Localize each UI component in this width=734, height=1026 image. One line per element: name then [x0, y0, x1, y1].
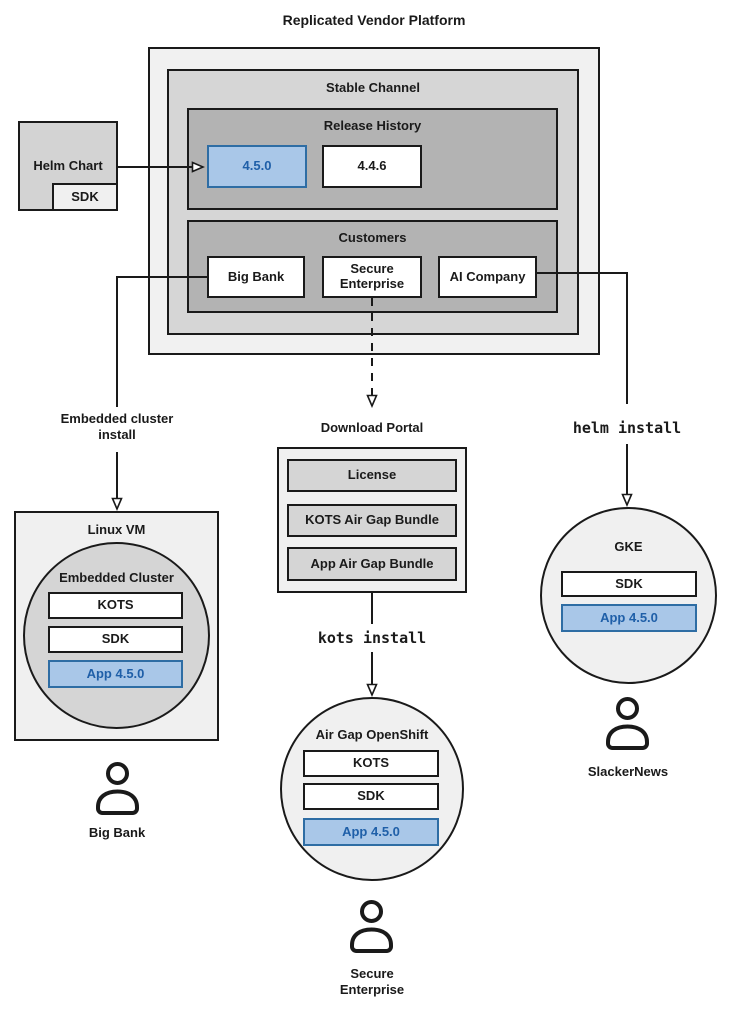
embedded-cluster-kots-box: KOTS — [48, 592, 183, 619]
embedded-cluster-title: Embedded Cluster — [59, 570, 174, 585]
customers-title: Customers — [338, 230, 407, 245]
license-box: License — [287, 459, 457, 492]
stable-channel-title: Stable Channel — [326, 80, 420, 95]
kots-airgap-bundle-box: KOTS Air Gap Bundle — [287, 504, 457, 537]
gke-app-box: App 4.5.0 — [561, 604, 697, 632]
release-version-450: 4.5.0 — [207, 145, 307, 188]
openshift-sdk-box: SDK — [303, 783, 439, 810]
slackernews-user-label: SlackerNews — [587, 764, 669, 779]
embedded-install-label: Embedded cluster install — [60, 411, 174, 443]
secure-enterprise-user-label: Secure Enterprise — [339, 966, 405, 998]
customer-big-bank: Big Bank — [207, 256, 305, 298]
big-bank-person-icon — [94, 761, 141, 817]
helm-install-label: helm install — [572, 419, 682, 437]
diagram-title: Replicated Vendor Platform — [282, 12, 466, 28]
big-bank-user-label: Big Bank — [88, 825, 146, 840]
openshift-app-box: App 4.5.0 — [303, 818, 439, 846]
slackernews-person-icon — [604, 696, 651, 752]
helm-chart-sdk-box: SDK — [52, 183, 118, 211]
openshift-kots-box: KOTS — [303, 750, 439, 777]
gke-title: GKE — [614, 539, 643, 554]
customer-secure-enterprise: Secure Enterprise — [322, 256, 422, 298]
download-portal-title: Download Portal — [320, 420, 424, 435]
linux-vm-title: Linux VM — [87, 522, 146, 537]
app-airgap-bundle-box: App Air Gap Bundle — [287, 547, 457, 581]
embedded-cluster-app-box: App 4.5.0 — [48, 660, 183, 688]
secure-enterprise-person-icon — [348, 899, 395, 955]
kots-install-label: kots install — [317, 629, 427, 647]
gke-sdk-box: SDK — [561, 571, 697, 597]
release-version-446: 4.4.6 — [322, 145, 422, 188]
helm-chart-label: Helm Chart — [33, 158, 103, 173]
customer-ai-company: AI Company — [438, 256, 537, 298]
embedded-cluster-sdk-box: SDK — [48, 626, 183, 653]
release-history-title: Release History — [323, 118, 422, 133]
airgap-openshift-title: Air Gap OpenShift — [315, 727, 429, 742]
